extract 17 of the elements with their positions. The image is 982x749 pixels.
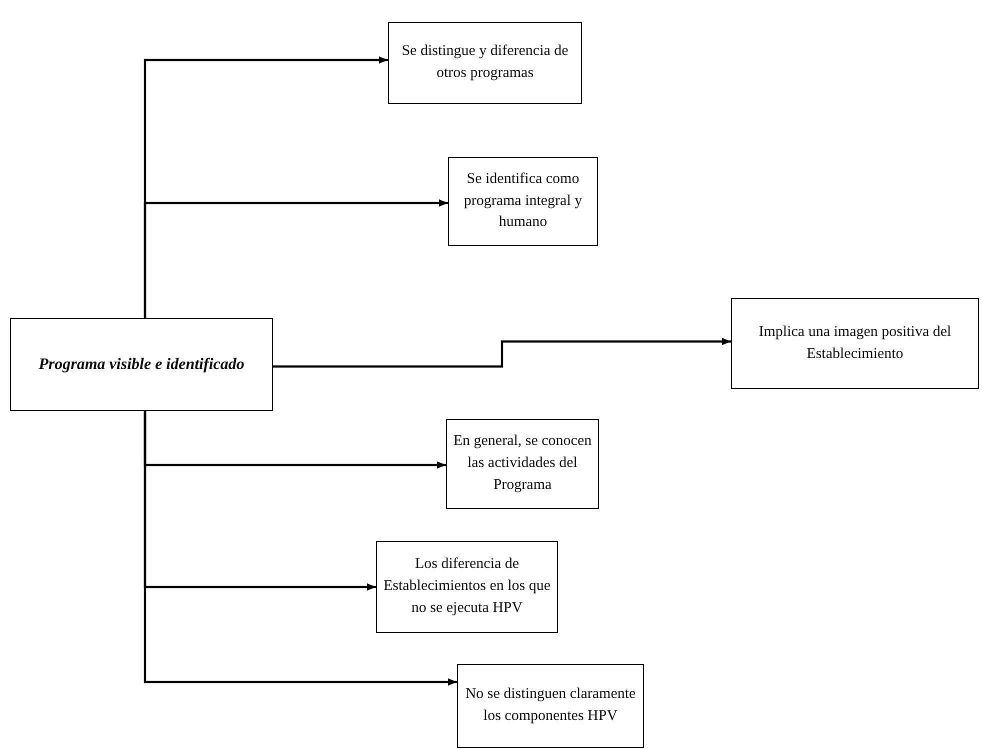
arrow: [273, 338, 731, 368]
box-text: En general, se conocen las actividades del Programa: [453, 432, 592, 495]
box-text: Se identifica como programa integral y humano: [462, 170, 584, 232]
arrow: [144, 199, 448, 318]
box-text: Se distingue y diferencia de otros programas: [400, 42, 570, 83]
process-box: [731, 298, 979, 389]
box-text: Los diferencia de Establecimientos en los que no se ejecuta HPV: [383, 555, 551, 618]
process-box: [388, 22, 582, 104]
box-text: Programa visible e identificado: [38, 354, 244, 375]
arrow: [144, 411, 457, 686]
process-box: [457, 664, 644, 748]
main-concept-box: [10, 318, 273, 411]
process-box: [446, 419, 599, 509]
process-box: [376, 541, 558, 633]
box-text: No se distinguen claramente los componentes HPV: [464, 685, 637, 726]
process-box: [448, 157, 598, 246]
box-text: Implica una imagen positiva del Establecimiento: [758, 322, 952, 364]
